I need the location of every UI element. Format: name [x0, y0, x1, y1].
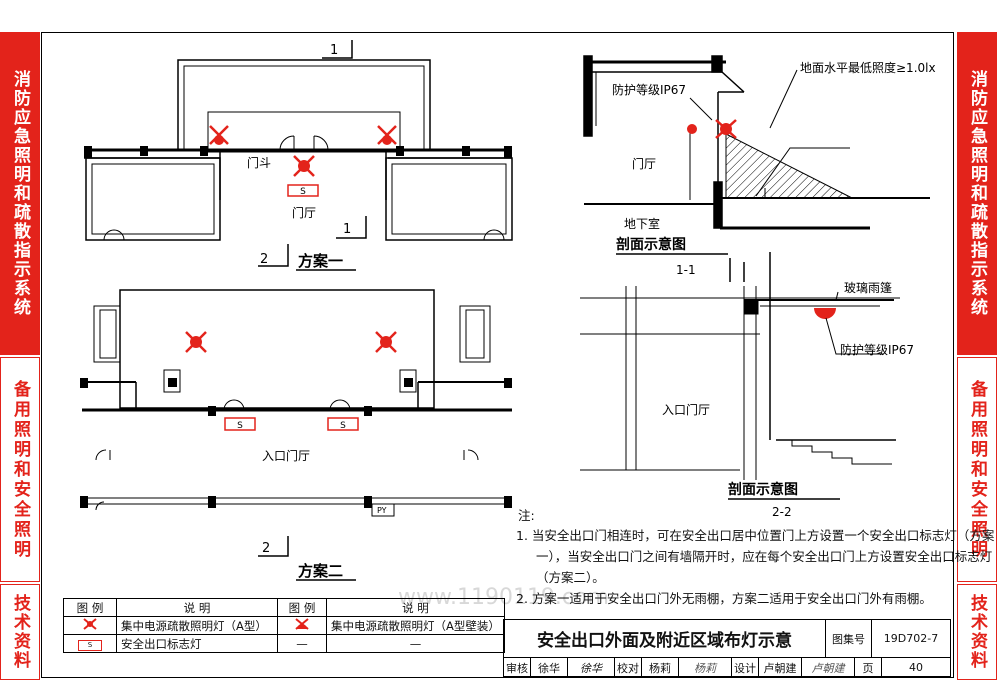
note-line: 一），当安全出口门之间有墙隔开时，应在每个安全出口门上方设置安全出口标志灯 [536, 549, 993, 564]
notes-block: 1. 当安全出口门相连时，可在安全出口居中位置门上方设置一个安全出口标志灯（方案… [516, 525, 995, 609]
drawing-title: 安全出口外面及附近区域布灯示意 [504, 620, 826, 658]
legend-header: 说 明 [326, 598, 505, 617]
note-line: 2. 方案一适用于安全出口门外无雨棚，方案二适用于安全出口门外有雨棚。 [516, 591, 932, 606]
legend-symbol: — [277, 634, 327, 653]
section-two-title: 剖面示意图 [728, 481, 798, 498]
legend-desc: 集中电源疏散照明灯（A型） [116, 616, 278, 635]
callout-ip-one: 防护等级IP67 [612, 82, 686, 97]
callout-illuminance: 地面水平最低照度≥1.0lx [800, 60, 936, 75]
callout-canopy: 玻璃雨篷 [844, 280, 892, 295]
review-label: 审核 [504, 658, 531, 677]
section-one-subtitle: 1-1 [676, 263, 696, 277]
exit-sign-icon [224, 417, 256, 431]
sidebar-right-section-standby[interactable]: 备用照明和安全照明 [957, 357, 997, 582]
sidebar-right-label: 技术资料 [967, 594, 987, 670]
emergency-light-icon [83, 618, 97, 630]
section-one [583, 55, 930, 230]
exit-sign-icon [287, 184, 319, 197]
label-hall-section1: 门厅 [632, 156, 656, 171]
design-label: 设计 [732, 658, 759, 677]
sidebar-right-section-docs[interactable]: 技术资料 [957, 584, 997, 680]
drawing-frame [41, 32, 954, 678]
sidebar-left-section-docs[interactable]: 技术资料 [0, 584, 40, 680]
exit-sign-icon [327, 417, 359, 431]
designer-name: 卢朝建 [759, 658, 802, 677]
section-one-title: 剖面示意图 [616, 236, 686, 253]
note-line: （方案二）。 [536, 570, 605, 585]
checker-name: 杨莉 [642, 658, 679, 677]
emergency-light-icon [185, 331, 397, 353]
page-number: 40 [909, 661, 923, 674]
check-label: 校对 [615, 658, 642, 677]
scheme-two-title: 方案二 [298, 562, 343, 580]
label-doudou: 门斗 [247, 155, 271, 170]
signature-row: 审核 徐华 徐华 校对 杨莉 杨莉 设计 卢朝建 卢朝建 页 40 [504, 658, 950, 677]
label-hall-1: 门厅 [292, 205, 316, 220]
sidebar-left-label: 技术资料 [10, 594, 30, 670]
sidebar-left-label: 消防应急照明和疏散指示系统 [10, 70, 30, 317]
exit-sign-letter: S [300, 187, 306, 197]
callout-ip-two: 防护等级IP67 [840, 342, 914, 357]
sidebar-right-section-emergency[interactable]: 消防应急照明和疏散指示系统 [957, 32, 997, 355]
reviewer-name: 徐华 [531, 658, 568, 677]
legend-header: 图 例 [63, 598, 117, 617]
section-mark-top: 1 [330, 43, 338, 58]
checker-signature: 杨莉 [679, 658, 732, 677]
page-label: 页 [855, 658, 882, 677]
sidebar-right-label: 消防应急照明和疏散指示系统 [967, 70, 987, 317]
legend-symbol [277, 616, 327, 635]
legend-desc: 集中电源疏散照明灯（A型壁装） [326, 616, 505, 635]
section-mark-left: 2 [260, 252, 268, 267]
legend-desc: — [326, 634, 505, 653]
label-hall-2: 入口门厅 [262, 448, 310, 463]
legend-header: 说 明 [116, 598, 278, 617]
py-label: PY [377, 506, 387, 515]
scheme-one-title: 方案一 [298, 252, 343, 270]
legend-desc: 安全出口标志灯 [116, 634, 278, 653]
exit-sign-icon: S [78, 640, 102, 651]
sidebar-left-section-emergency[interactable]: 消防应急照明和疏散指示系统 [0, 32, 40, 355]
sidebar-left-section-standby[interactable]: 备用照明和安全照明 [0, 357, 40, 582]
legend-symbol: S [63, 634, 117, 653]
legend-table: 图 例 说 明 图 例 说 明 集中电源疏散照明灯（A型） 集中电源疏散照明灯（… [63, 598, 505, 653]
notes-heading: 注: [518, 508, 535, 523]
legend-symbol [63, 616, 117, 635]
exit-sign-letter: S [340, 421, 346, 431]
plan-scheme-one [84, 59, 513, 241]
section-two-subtitle: 2-2 [772, 505, 792, 519]
section-mark-bottom: 1 [343, 222, 351, 237]
atlas-label: 图集号 [826, 620, 872, 658]
label-hall-section2: 入口门厅 [662, 402, 710, 417]
exit-sign-letter: S [237, 421, 243, 431]
designer-signature: 卢朝建 [802, 658, 855, 677]
section-two [580, 252, 900, 480]
atlas-number: 19D702-7 [872, 620, 950, 658]
sidebar-left-label: 备用照明和安全照明 [10, 379, 30, 560]
title-block: 安全出口外面及附近区域布灯示意 图集号 19D702-7 审核 徐华 徐华 校对… [503, 619, 951, 677]
label-basement: 地下室 [624, 216, 660, 231]
note-line: 1. 当安全出口门相连时，可在安全出口居中位置门上方设置一个安全出口标志灯（方案 [516, 528, 995, 543]
wall-light-icon [295, 618, 309, 630]
legend-header: 图 例 [277, 598, 327, 617]
sidebar-right-label: 备用照明和安全照明 [967, 379, 987, 560]
reviewer-signature: 徐华 [568, 658, 615, 677]
section-mark-two: 2 [262, 541, 270, 556]
plan-scheme-two [82, 289, 512, 511]
